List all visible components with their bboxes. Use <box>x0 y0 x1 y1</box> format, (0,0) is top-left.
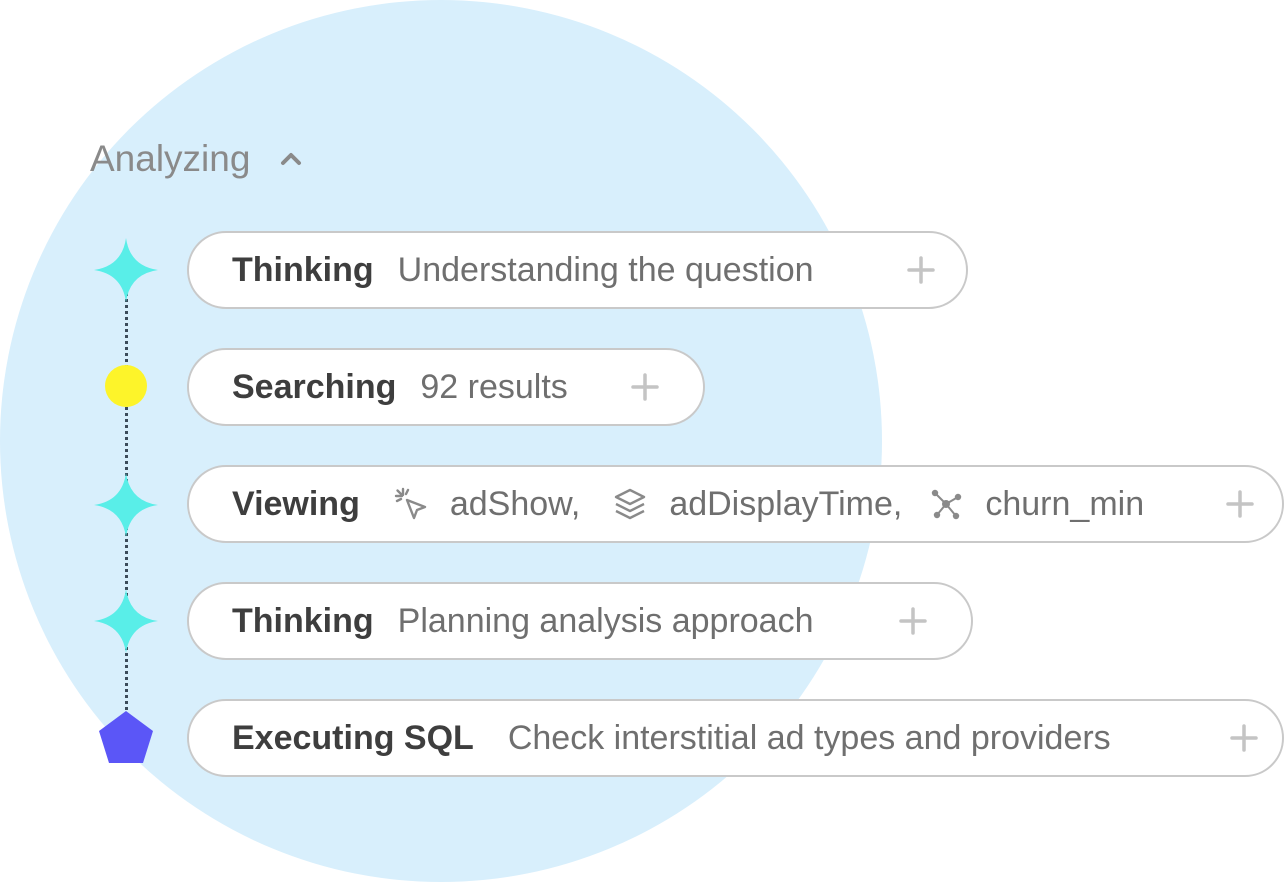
step-label: Executing SQL <box>232 718 474 757</box>
circle-marker-icon <box>105 365 147 407</box>
step-label: Viewing <box>232 484 360 523</box>
sparkle-icon <box>94 589 158 653</box>
viewed-item-text: churn_min <box>985 484 1145 523</box>
step-description: Planning analysis approach <box>397 601 814 640</box>
viewed-item-adshow[interactable]: adShow, <box>394 485 580 524</box>
viewed-item-addisplaytime[interactable]: adDisplayTime, <box>613 485 902 524</box>
sparkle-icon <box>94 238 158 302</box>
layers-icon <box>615 488 646 520</box>
step-description: Understanding the question <box>397 250 814 289</box>
viewed-item-text: adShow, <box>449 484 581 523</box>
plus-icon[interactable] <box>907 256 935 284</box>
plus-icon[interactable] <box>1230 724 1258 752</box>
plus-icon[interactable] <box>899 607 927 635</box>
plus-icon[interactable] <box>1226 490 1254 518</box>
step-label: Thinking <box>232 601 374 640</box>
step-thinking-understanding[interactable]: Thinking Understanding the question <box>187 231 968 309</box>
sparkle-icon <box>94 473 158 537</box>
viewed-item-churn-min[interactable]: churn_min <box>929 485 1144 524</box>
viewed-item-text: adDisplayTime, <box>669 484 903 523</box>
chevron-up-icon[interactable] <box>280 148 302 170</box>
plus-icon[interactable] <box>631 373 659 401</box>
cursor-click-icon <box>394 487 427 520</box>
pentagon-marker-icon <box>99 711 153 763</box>
header-title: Analyzing <box>90 138 251 179</box>
step-label: Searching <box>232 367 397 406</box>
step-description: 92 results <box>420 367 568 406</box>
step-executing-sql[interactable]: Executing SQL Check interstitial ad type… <box>187 699 1284 777</box>
step-label: Thinking <box>232 250 374 289</box>
step-viewing[interactable]: Viewing adShow, adDisplayTime, churn_min <box>187 465 1284 543</box>
step-thinking-planning[interactable]: Thinking Planning analysis approach <box>187 582 973 660</box>
step-description: Check interstitial ad types and provider… <box>507 718 1111 757</box>
analysis-header[interactable]: Analyzing <box>90 138 302 180</box>
step-searching[interactable]: Searching 92 results <box>187 348 705 426</box>
graph-nodes-icon <box>932 489 962 520</box>
